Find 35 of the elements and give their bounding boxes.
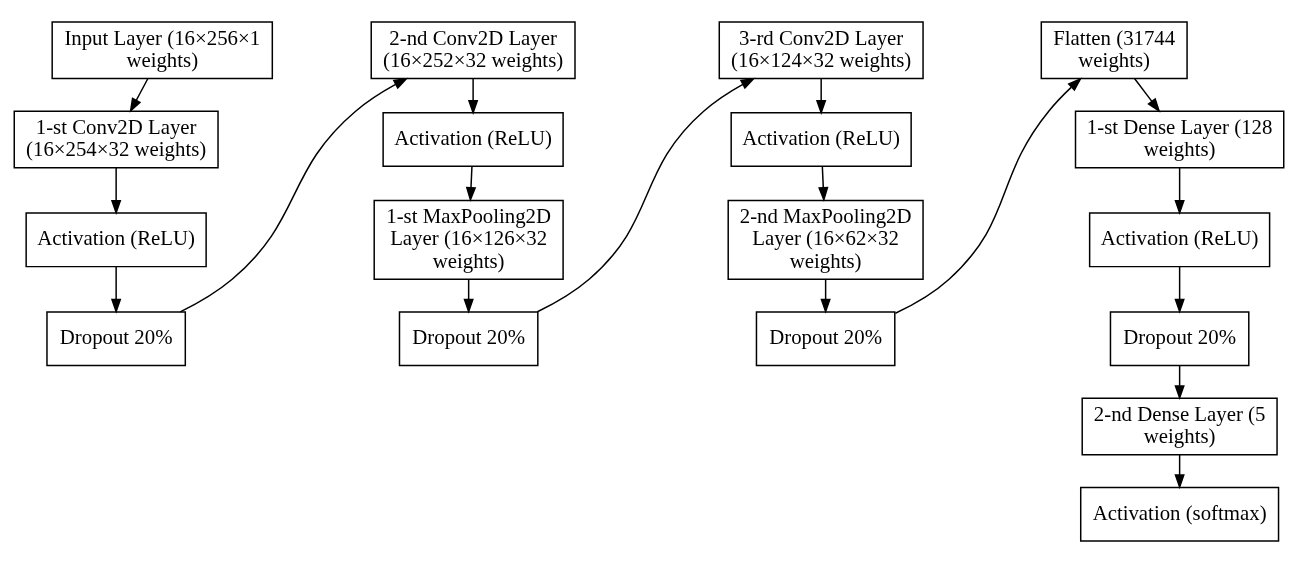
node-box: Input Layer (16×256×1 weights) xyxy=(51,21,274,80)
arrow xyxy=(1174,454,1185,490)
node-box: 1-st Dense Layer (128 weights) xyxy=(1074,110,1285,169)
node-box: 3-rd Conv2D Layer (16×124×32 weights) xyxy=(718,21,924,80)
node-box: Activation (ReLU) xyxy=(25,212,207,268)
node-box: Dropout 20% xyxy=(398,311,539,367)
arrow xyxy=(463,279,474,314)
arrow xyxy=(129,77,149,113)
node-box: Dropout 20% xyxy=(1109,311,1250,367)
arrow xyxy=(110,266,122,314)
node-box: 1-st MaxPooling2D Layer (16×126×32 weights) xyxy=(373,199,564,280)
arrow xyxy=(894,77,1083,314)
arrow xyxy=(1174,167,1185,215)
node-box: Dropout 20% xyxy=(755,311,896,367)
arrow xyxy=(467,77,479,115)
node-box: Activation (ReLU) xyxy=(382,111,564,167)
node-box: Flatten (31744 weights) xyxy=(1040,21,1188,80)
node-box: Dropout 20% xyxy=(46,311,187,367)
node-box: 2-nd MaxPooling2D Layer (16×62×32 weights) xyxy=(727,199,924,280)
arrow xyxy=(1174,266,1185,314)
arrow xyxy=(1133,77,1161,113)
arrow xyxy=(1174,364,1185,401)
arrow xyxy=(818,165,829,202)
node-box: 1-st Conv2D Layer (16×254×32 weights) xyxy=(13,110,219,169)
node-box: Activation (ReLU) xyxy=(1088,212,1271,268)
node-box: Activation (ReLU) xyxy=(730,111,912,167)
node-box: 2-nd Conv2D Layer (16×252×32 weights) xyxy=(370,21,576,80)
arrow xyxy=(179,77,409,313)
node-box: Activation (softmax) xyxy=(1079,486,1280,542)
arrow xyxy=(815,77,827,115)
arrow xyxy=(536,77,756,313)
arrow xyxy=(110,167,122,215)
node-box: 2-nd Dense Layer (5 weights) xyxy=(1081,397,1278,456)
arrow xyxy=(820,279,831,314)
arrow xyxy=(465,165,477,202)
